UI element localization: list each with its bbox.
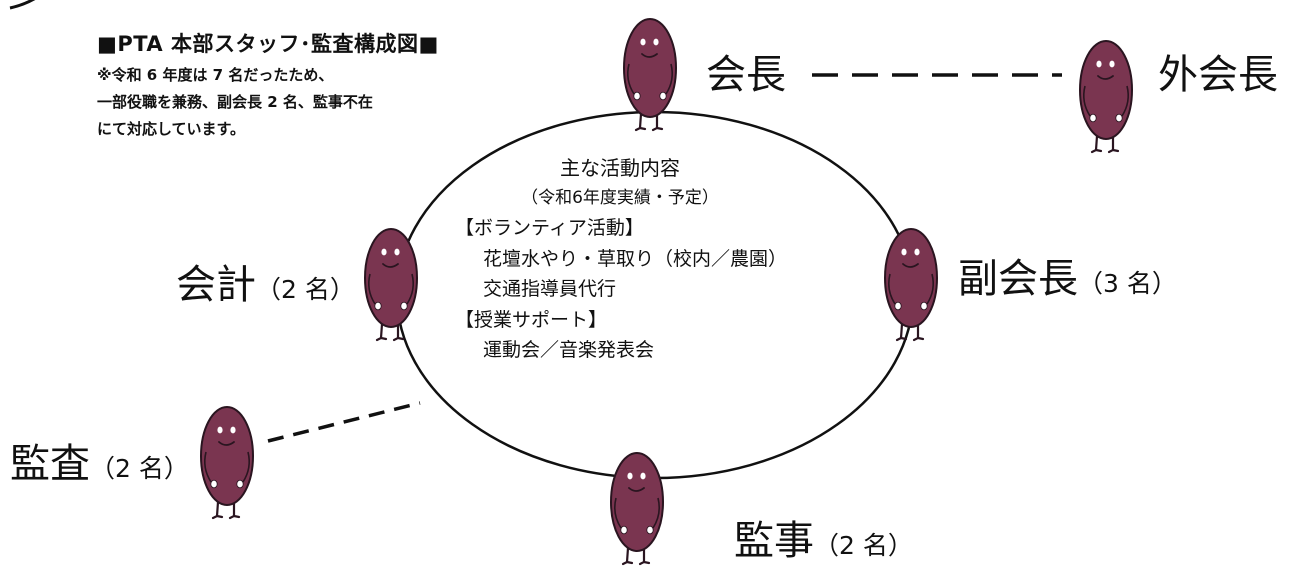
activities-title: 主な活動内容 [560,156,680,180]
header-note: ■PTA 本部スタッフ･監査構成図■ ※令和 6 年度は 7 名だったため、 一… [97,28,439,143]
role-accountant-label: 会計 [176,262,256,308]
activities-subtitle: （令和6年度実績・予定） [521,188,719,208]
role-auditor-count: （2 名） [90,454,189,483]
role-vice-president-label: 副会長 [958,256,1078,302]
activity-item: 【ボランティア活動】 [455,217,644,239]
role-president-label: 会長 [706,52,786,98]
role-supervisor-count: （2 名） [814,531,913,560]
activity-item: 運動会／音楽発表会 [483,339,655,361]
outside-president-character-icon [1078,39,1134,154]
auditor-dashed-line [267,401,421,443]
role-accountant-count: （2 名） [256,275,355,304]
role-accountant: 会計（2 名） [176,252,355,310]
activity-item: 交通指導員代行 [483,278,617,300]
role-vice-president: 副会長（3 名） [958,246,1177,304]
auditor-character-icon [199,405,255,520]
supervisor-character-icon [609,451,665,566]
accountant-character-icon [363,227,419,342]
corner-arc [9,0,36,10]
note-title: ■PTA 本部スタッフ･監査構成図■ [97,32,439,56]
role-supervisor: 監事（2 名） [734,508,913,566]
activities-panel: 主な活動内容 （令和6年度実績・予定） 【ボランティア活動】 花壇水やり・草取り… [455,153,875,366]
role-president: 会長 [706,42,786,100]
role-outside-president-label: 外会長 [1158,52,1278,98]
vice-president-character-icon [883,227,939,342]
role-auditor-label: 監査 [10,441,90,487]
note-line: にて対応しています。 [97,120,246,138]
note-line: 一部役職を兼務、副会長 2 名、監事不在 [97,93,373,111]
activity-item: 花壇水やり・草取り（校内／農園） [483,247,788,270]
note-line: ※令和 6 年度は 7 名だったため、 [97,66,334,84]
role-vice-president-count: （3 名） [1078,269,1177,298]
role-outside-president: 外会長 [1158,42,1278,100]
activity-item: 【授業サポート】 [455,308,608,331]
role-auditor: 監査（2 名） [10,431,189,489]
role-supervisor-label: 監事 [734,518,814,564]
